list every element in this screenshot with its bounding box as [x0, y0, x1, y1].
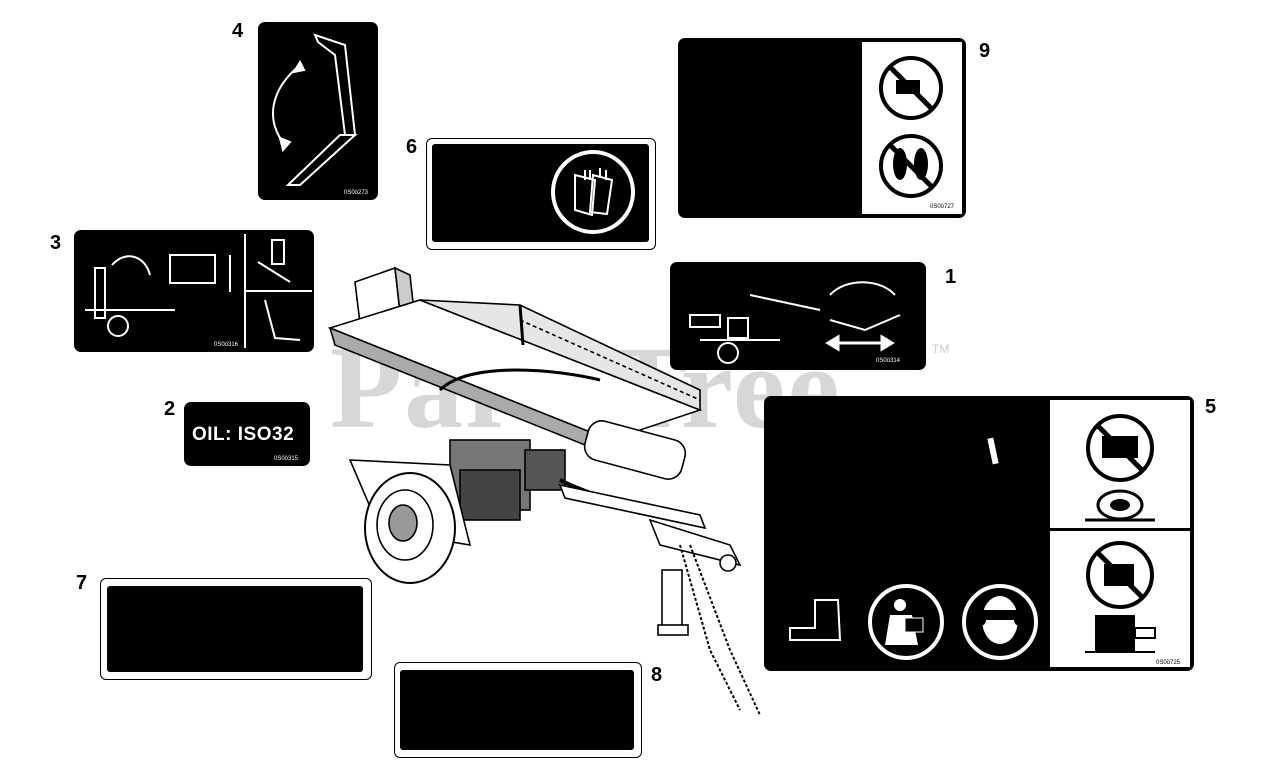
callout-1: 1	[945, 266, 957, 288]
curved-arrow-icon	[829, 281, 901, 332]
decal-8	[400, 670, 634, 750]
decal-5-divider	[1050, 528, 1190, 531]
valve-lever-icon	[689, 294, 821, 364]
no-tow-ride-icon	[879, 56, 943, 120]
watermark-trademark: TM	[932, 342, 950, 356]
decal-3-code: 0S0ö316	[214, 342, 239, 348]
callout-9: 9	[979, 40, 991, 62]
decal-4-code: 0S0ö273	[344, 190, 369, 196]
callout-4: 4	[232, 20, 244, 42]
no-feet-icon	[879, 134, 943, 198]
safety-boot-icon	[789, 599, 842, 641]
decal-2	[184, 402, 310, 466]
callout-8: 8	[651, 664, 663, 686]
decal-5-code: 0S0ö725	[1156, 660, 1181, 666]
decal-3-divider-h	[246, 290, 312, 292]
callout-5: 5	[1205, 396, 1217, 418]
no-exhaust-touch-icon	[1085, 541, 1156, 653]
callout-3: 3	[50, 232, 62, 254]
oil-spec-text: OIL: ISO32	[192, 424, 295, 445]
decal-7	[107, 586, 363, 672]
read-manual-icon	[868, 584, 944, 660]
log-splitter-icon	[85, 254, 231, 337]
decal-4	[258, 22, 378, 200]
hand-pinch-icon	[257, 239, 291, 283]
callout-2: 2	[164, 398, 176, 420]
callout-6: 6	[406, 136, 418, 158]
eye-ear-protection-icon	[962, 584, 1038, 660]
decal-2-code: 0S0ö315	[274, 456, 299, 462]
callout-7: 7	[76, 572, 88, 594]
foot-crush-icon	[264, 299, 301, 341]
no-hands-on-log-icon	[1085, 414, 1155, 522]
horizontal-arrow-icon	[825, 334, 895, 352]
decal-9-code: 0S0ö727	[930, 204, 955, 210]
decal-1-code: 0S0ö314	[876, 358, 901, 364]
decal-3-divider-v	[244, 234, 246, 348]
